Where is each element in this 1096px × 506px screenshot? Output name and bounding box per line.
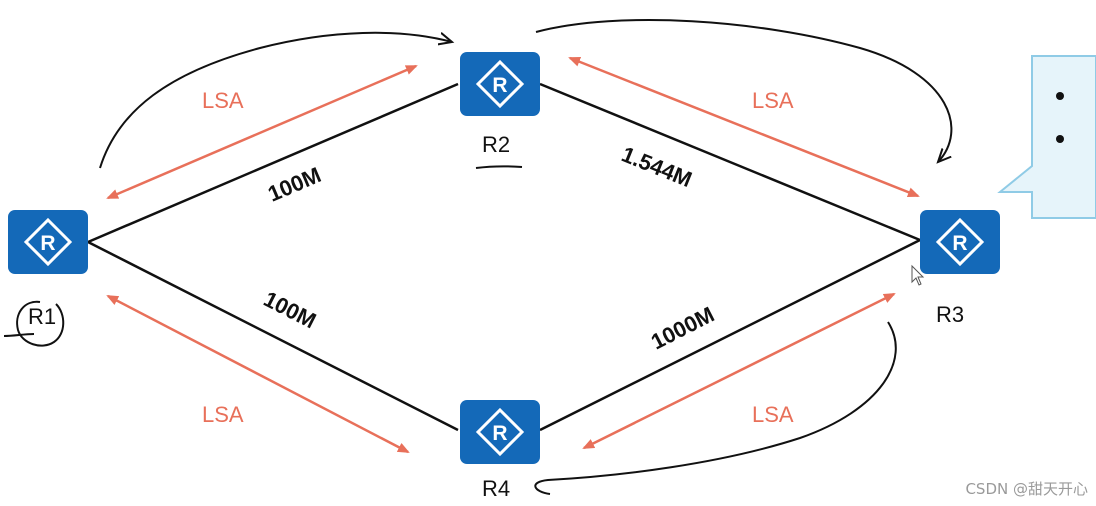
r1-circle-mark: [16, 300, 65, 347]
router-icon: [458, 398, 542, 466]
lsa-label-top-left: LSA: [202, 88, 244, 113]
r2-underline: [475, 165, 523, 169]
router-label-r2: R2: [482, 132, 510, 157]
callout-bullet: [1056, 135, 1064, 143]
link-r4-r3: [539, 238, 921, 432]
router-r3[interactable]: [918, 208, 1002, 276]
mouse-cursor-icon: [911, 264, 925, 286]
hand-drawn-arrow-r2-to-r3: [535, 19, 953, 162]
router-r2[interactable]: [458, 50, 542, 118]
link-r1-r2: [87, 82, 459, 244]
watermark: CSDN @甜天开心: [965, 480, 1088, 498]
lsa-arrow-bottom-left: [106, 294, 410, 454]
link-r2-r3: [539, 82, 921, 242]
lsa-label-bottom-right: LSA: [752, 402, 794, 427]
lsa-label-top-right: LSA: [752, 88, 794, 113]
hand-drawn-arrow-r1-to-r2: [99, 31, 452, 169]
link-label-r1-r4: 100M: [260, 286, 320, 333]
link-r1-r4: [87, 240, 459, 432]
link-label-r1-r2: 100M: [264, 162, 324, 207]
router-r4[interactable]: [458, 398, 542, 466]
router-icon: [458, 50, 542, 118]
r1-circle-mark-tail: [3, 333, 35, 337]
router-r1[interactable]: [6, 208, 90, 276]
link-label-r2-r3: 1.544M: [618, 141, 695, 192]
lsa-arrow-bottom-right: [582, 292, 896, 450]
lsa-arrow-top-right: [568, 56, 920, 198]
router-icon: [918, 208, 1002, 276]
router-label-r1: R1: [28, 304, 56, 329]
router-label-r3: R3: [936, 302, 964, 327]
lsa-label-bottom-left: LSA: [202, 402, 244, 427]
hand-drawn-arrow-r3-to-r4: [534, 321, 897, 495]
lsa-arrow-top-left: [106, 64, 418, 200]
callout-box: [997, 55, 1096, 219]
callout-bullet: [1056, 92, 1064, 100]
router-icon: [6, 208, 90, 276]
router-label-r4: R4: [482, 476, 510, 501]
